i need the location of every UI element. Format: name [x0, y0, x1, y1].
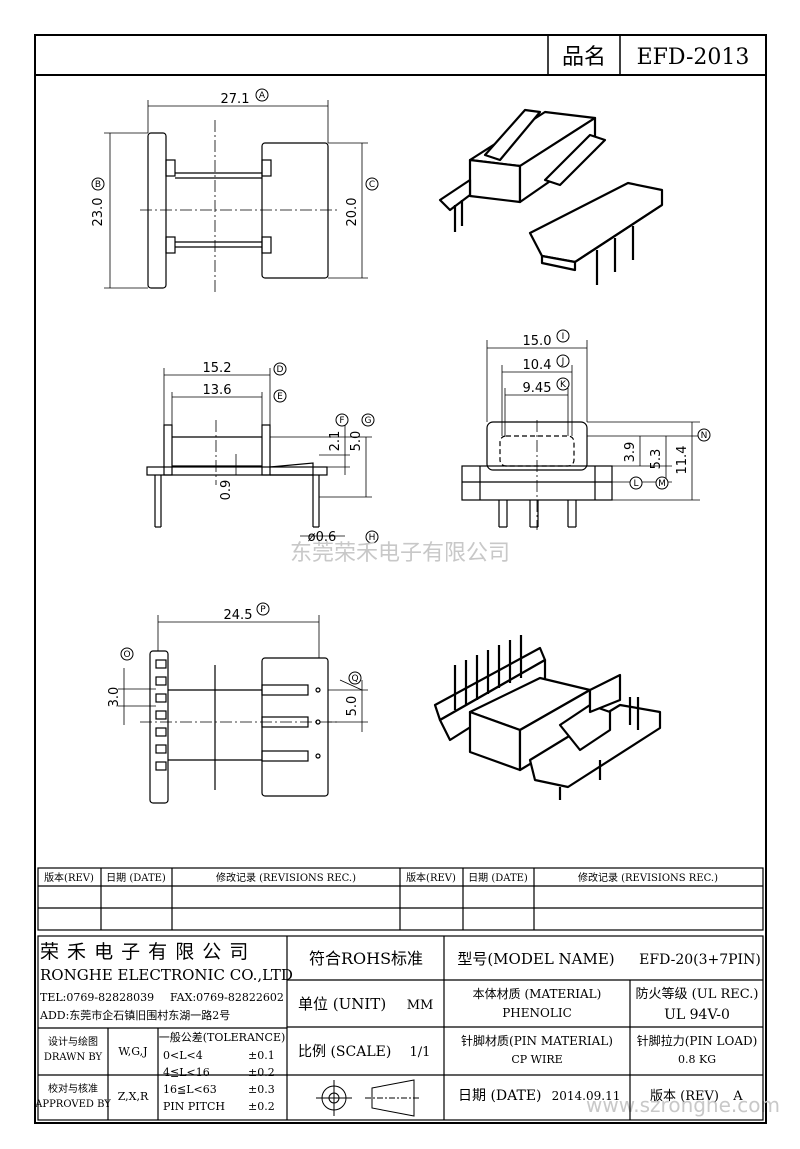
dim-value-m: 5.3: [649, 449, 664, 470]
dim-tag-a: A: [259, 91, 266, 101]
tolerance-range-2: 4≦L<16: [163, 1066, 210, 1079]
material-value: PHENOLIC: [502, 1006, 572, 1020]
front-view: [146, 420, 328, 528]
dim-tag-o: O: [123, 650, 130, 660]
tolerance-value-2: ±0.2: [248, 1066, 275, 1079]
company-tel: TEL:0769-82828039: [40, 991, 154, 1004]
dim-value-d: 15.2: [203, 361, 232, 376]
dim-tag-c: C: [369, 180, 375, 190]
side-view: [461, 420, 613, 530]
iso-view-bottom: [433, 635, 662, 800]
approved-value: Z,X,R: [118, 1090, 149, 1103]
rev-value: A: [732, 1089, 743, 1104]
rev-col-date-2: 日期 (DATE): [468, 872, 528, 884]
dim-tag-q: Q: [351, 674, 358, 684]
pin-load-value: 0.8 KG: [678, 1053, 716, 1066]
dim-tag-k: K: [560, 380, 567, 390]
dim-value-k: 9.45: [523, 381, 552, 396]
dim-tag-g: G: [365, 416, 372, 426]
tolerance-range-3: 16≦L<63: [163, 1083, 217, 1096]
dim-value-q: 5.0: [345, 696, 360, 717]
approved-label-cn: 校对与核准: [48, 1082, 98, 1095]
dim-value-n: 11.4: [675, 446, 690, 475]
dim-value-o: 3.0: [107, 687, 122, 708]
date-label: 日期 (DATE): [458, 1088, 542, 1104]
company-address: ADD:东莞市企石镇旧围村东湖一路2号: [39, 1008, 230, 1022]
company-fax: FAX:0769-82822602: [170, 991, 284, 1004]
dim-tag-l: L: [633, 479, 638, 489]
dim-value-j: 10.4: [523, 358, 552, 373]
watermark-center: 东莞荣禾电子有限公司: [290, 541, 510, 566]
tolerance-range-1: 0<L<4: [163, 1049, 203, 1062]
dim-tag-e: E: [277, 392, 283, 402]
tolerance-range-4: PIN PITCH: [163, 1100, 225, 1113]
rev-col-rev-1: 版本(REV): [44, 871, 94, 884]
date-value: 2014.09.11: [552, 1089, 621, 1103]
rev-label: 版本 (REV): [650, 1089, 719, 1104]
top-view: [140, 120, 340, 295]
pin-material-label: 针脚材质(PIN MATERIAL): [461, 1033, 613, 1048]
rohs-label: 符合ROHS标准: [309, 949, 423, 968]
dim-tag-h: H: [369, 533, 376, 543]
scale-value: 1/1: [410, 1045, 431, 1060]
fire-label: 防火等级 (UL REC.): [636, 986, 759, 1002]
tolerance-title: 一般公差(TOLERANCE): [159, 1030, 286, 1044]
rev-col-record-1: 修改记录 (REVISIONS REC.): [216, 871, 356, 884]
dim-value-a: 27.1: [221, 92, 250, 107]
iso-view-top: [438, 108, 664, 285]
model-value: EFD-20(3+7PIN): [639, 952, 761, 968]
company-name-en: RONGHE ELECTRONIC CO.,LTD: [40, 966, 293, 984]
dim-value-misc: 0.9: [219, 480, 234, 501]
dim-value-e: 13.6: [203, 383, 232, 398]
dim-tag-n: N: [701, 431, 708, 441]
title-block: [37, 935, 764, 1121]
dim-value-f: 2.1: [328, 431, 343, 452]
dim-tag-f: F: [339, 416, 344, 426]
drawn-label-en: DRAWN BY: [44, 1052, 103, 1063]
scale-label: 比例 (SCALE): [298, 1044, 391, 1060]
dim-value-g: 5.0: [349, 431, 364, 452]
dim-tag-j: J: [561, 357, 565, 367]
dim-value-b: 23.0: [91, 198, 106, 227]
dim-value-h: ø0.6: [308, 530, 337, 545]
approved-label-en: APPROVED BY: [34, 1099, 111, 1110]
bottom-view: [140, 650, 340, 804]
unit-value: MM: [407, 998, 434, 1013]
dim-value-c: 20.0: [345, 198, 360, 227]
tolerance-value-1: ±0.1: [248, 1049, 275, 1062]
rev-col-record-2: 修改记录 (REVISIONS REC.): [578, 871, 718, 884]
revision-table: [37, 867, 764, 931]
dim-tag-d: D: [277, 365, 284, 375]
outer-border: [34, 34, 767, 1124]
rev-col-date-1: 日期 (DATE): [106, 872, 166, 884]
dim-tag-p: P: [260, 605, 266, 615]
header-name-label: 品名: [562, 45, 606, 70]
company-name-cn: 荣 禾 电 子 有 限 公 司: [40, 941, 249, 963]
header-part-no: EFD-2013: [637, 45, 750, 70]
tolerance-value-4: ±0.2: [248, 1100, 275, 1113]
projection-symbol-icon: [316, 1079, 420, 1117]
model-label: 型号(MODEL NAME): [457, 950, 614, 968]
tolerance-value-3: ±0.3: [248, 1083, 275, 1096]
drawn-label-cn: 设计与绘图: [48, 1035, 98, 1048]
bottom-view-pins: [155, 659, 167, 771]
material-label: 本体材质 (MATERIAL): [473, 987, 602, 1001]
rev-col-rev-2: 版本(REV): [406, 871, 456, 884]
dim-value-l: 3.9: [623, 442, 638, 463]
drawn-value: W,G,J: [118, 1045, 147, 1058]
dim-tag-i: I: [562, 332, 565, 342]
dim-value-i: 15.0: [523, 334, 552, 349]
dim-tag-b: B: [95, 180, 101, 190]
dim-tag-m: M: [658, 479, 666, 489]
pin-material-value: CP WIRE: [511, 1053, 562, 1066]
watermark-corner: www.szronghe.com: [586, 1093, 780, 1117]
dim-value-p: 24.5: [224, 608, 253, 623]
unit-label: 单位 (UNIT): [298, 995, 386, 1013]
fire-value: UL 94V-0: [664, 1007, 730, 1023]
pin-load-label: 针脚拉力(PIN LOAD): [637, 1033, 758, 1048]
